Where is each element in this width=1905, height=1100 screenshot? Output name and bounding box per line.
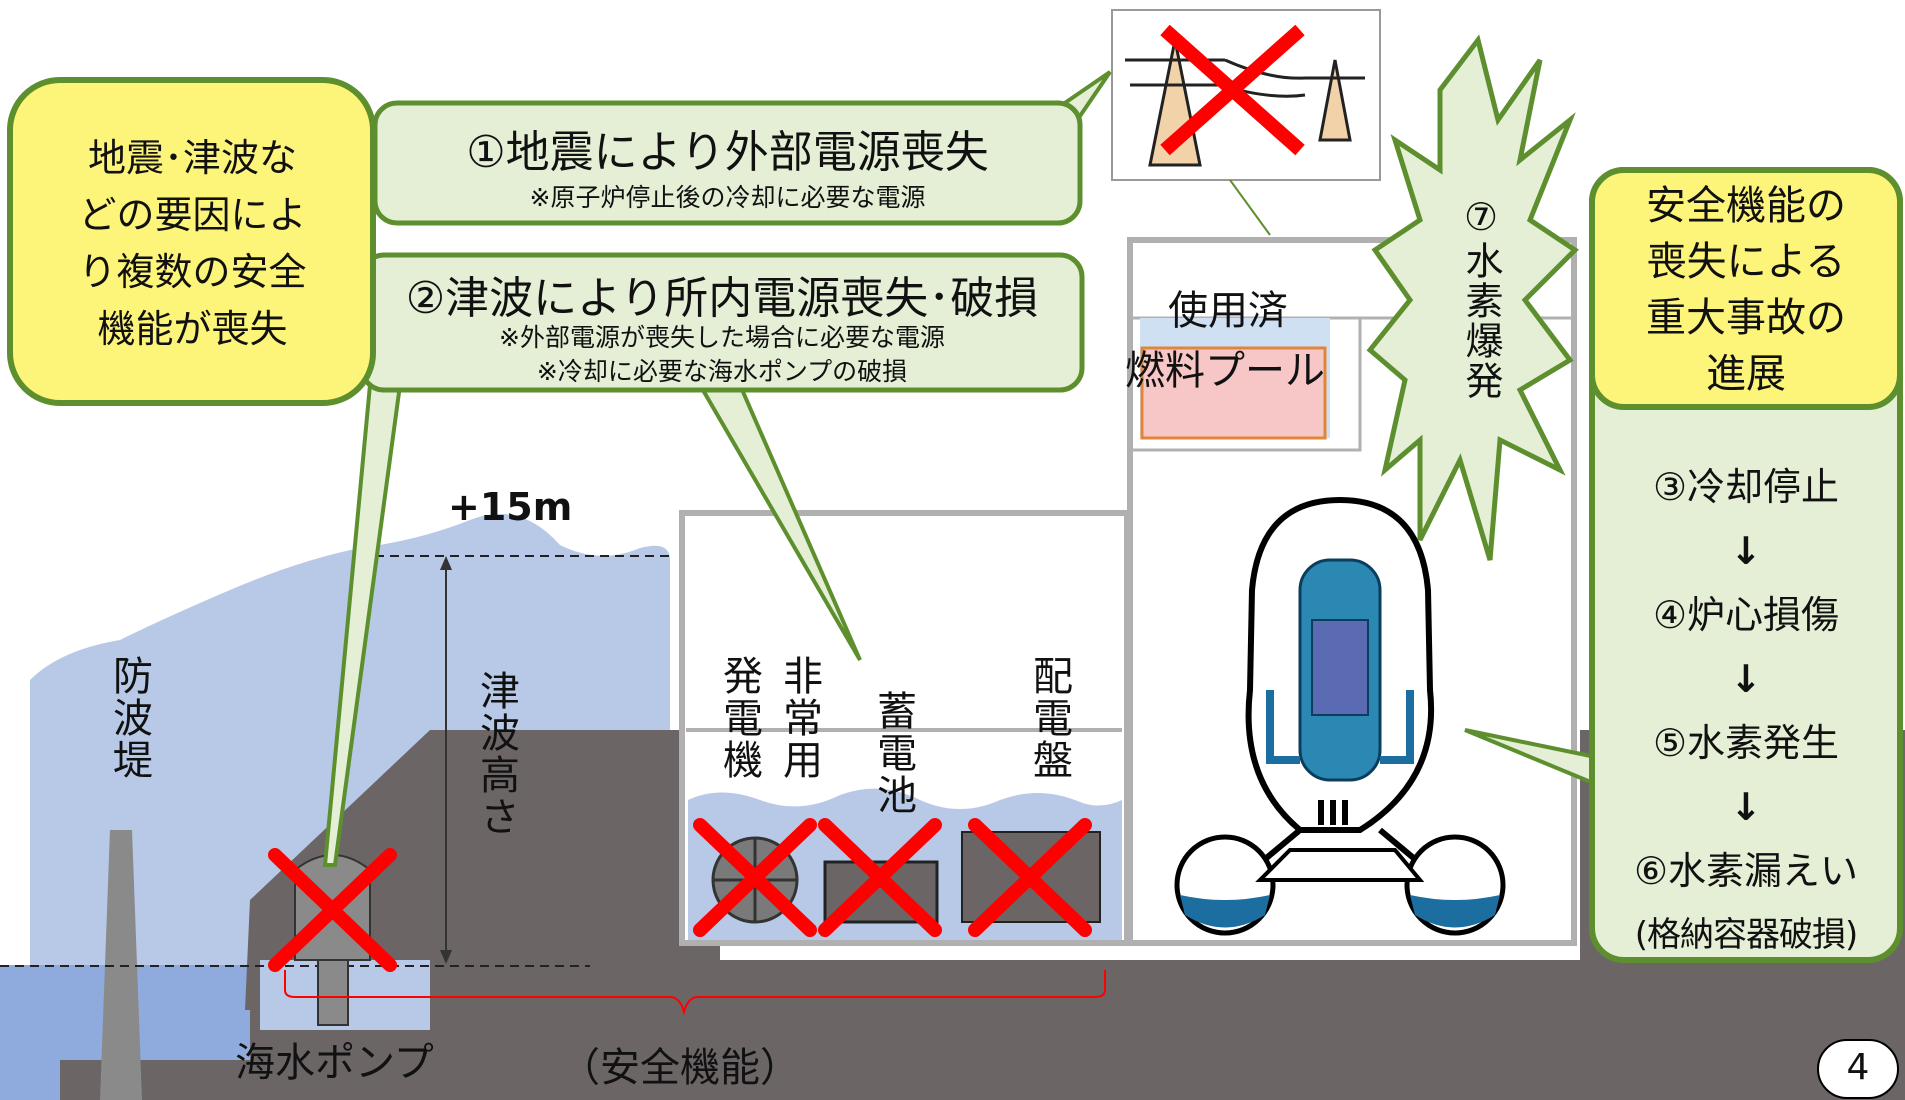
- callout2-note1: ※外部電源が喪失した場合に必要な電源: [499, 323, 945, 352]
- left-bubble-text: 地震･津波な どの要因によ り複数の安全 機能が喪失: [20, 130, 365, 358]
- damage-crosses: [268, 818, 1092, 972]
- right-panel-title: 安全機能の 喪失による 重大事故の 進展: [1592, 178, 1900, 402]
- left-bubble-line: 機能が喪失: [97, 307, 288, 351]
- left-bubble-line: 地震･津波な: [87, 136, 297, 180]
- callout1-note: ※原子炉停止後の冷却に必要な電源: [529, 183, 926, 212]
- right-panel-title-line: 重大事故の: [1646, 295, 1846, 341]
- emergency-generator-label-1: 非常用: [776, 655, 822, 781]
- down-arrow-icon: ↓: [1730, 785, 1762, 829]
- step-core-damage: ④炉心損傷: [1652, 593, 1840, 637]
- battery-label: 蓄電池: [870, 690, 916, 816]
- tsunami-height-label: 津波高さ: [473, 670, 519, 838]
- emergency-generator-label-2: 発電機: [716, 655, 762, 781]
- spent-fuel-pool-basin: [1140, 346, 1327, 440]
- seawater-pump-label: 海水ポンプ: [235, 1040, 434, 1086]
- callout1-title: ①地震により外部電源喪失: [466, 127, 989, 178]
- right-panel-steps: ③冷却停止 ↓ ④炉心損傷 ↓ ⑤水素発生 ↓ ⑥水素漏えい (格納容器破損): [1592, 455, 1900, 967]
- right-panel-title-line: 喪失による: [1646, 239, 1846, 285]
- switchboard-label: 配電盤: [1026, 655, 1072, 781]
- step-hydrogen-generation: ⑤水素発生: [1652, 721, 1840, 765]
- page-number: 4: [1846, 1047, 1870, 1088]
- left-bubble-box: [7, 77, 376, 406]
- down-arrow-icon: ↓: [1730, 529, 1762, 573]
- safety-bracket: [284, 970, 1106, 1016]
- wave-height-label: +15m: [448, 485, 573, 529]
- step-cooling-stop: ③冷却停止: [1652, 465, 1840, 509]
- breakwater-label: 防波堤: [106, 655, 152, 781]
- safety-functions-label: （安全機能）: [560, 1045, 800, 1091]
- page-number-badge: [1817, 1039, 1899, 1099]
- right-panel-header: [1589, 167, 1903, 410]
- spent-fuel-pool-label-2: 燃料プール: [1125, 348, 1325, 394]
- step-containment-damage: (格納容器破損): [1634, 915, 1859, 955]
- step-hydrogen-leak: ⑥水素漏えい: [1633, 849, 1859, 893]
- spent-fuel-pool-label-1: 使用済: [1168, 288, 1288, 334]
- hydrogen-explosion-label: ⑦水素爆発: [1459, 195, 1503, 401]
- right-panel-title-line: 進展: [1706, 351, 1786, 397]
- callout2-title: ②津波により所内電源喪失･破損: [405, 273, 1039, 324]
- ground: [60, 730, 1905, 1100]
- hydrogen-explosion-burst: [1366, 34, 1579, 561]
- down-arrow-icon: ↓: [1730, 657, 1762, 701]
- callout2-note2: ※冷却に必要な海水ポンプの破損: [536, 357, 908, 386]
- right-panel-title-line: 安全機能の: [1646, 183, 1846, 229]
- left-bubble-line: どの要因によ: [78, 193, 307, 237]
- left-bubble-line: り複数の安全: [78, 250, 307, 294]
